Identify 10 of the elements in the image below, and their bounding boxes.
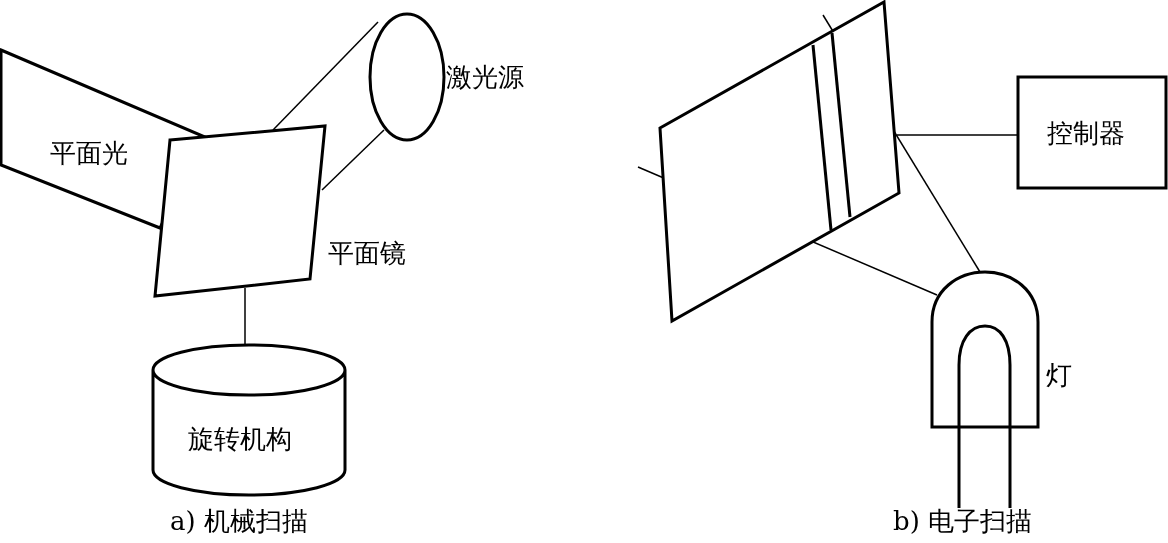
plane-light-label: 平面光 <box>50 138 128 168</box>
laser-source-label: 激光源 <box>446 62 524 92</box>
rotating-mechanism-label: 旋转机构 <box>188 424 292 454</box>
figure-caption: b) 电子扫描 <box>893 506 1033 536</box>
connector-line <box>321 129 385 191</box>
connector-line <box>272 21 379 131</box>
lamp-label: 灯 <box>1046 360 1072 390</box>
mirror-label: 平面镜 <box>328 238 406 268</box>
connector-line <box>896 134 1019 136</box>
controller-label: 控制器 <box>1047 118 1125 148</box>
